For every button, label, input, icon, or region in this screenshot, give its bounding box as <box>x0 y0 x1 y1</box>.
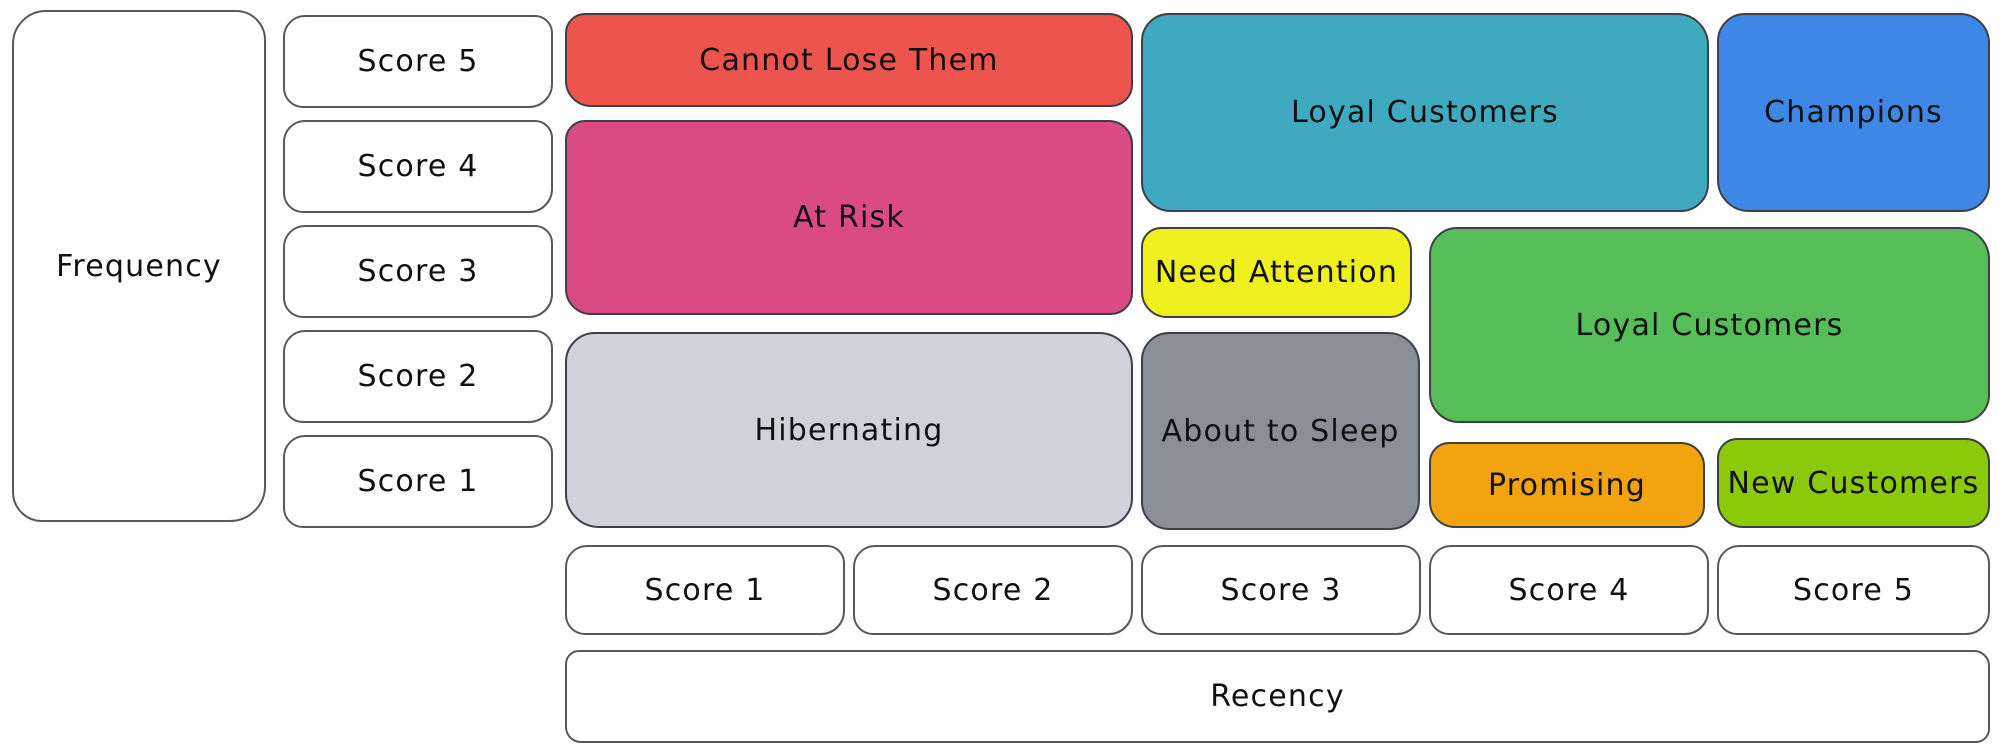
frequency-score-label: Score 3 <box>357 254 479 289</box>
segment-label: Loyal Customers <box>1575 307 1844 343</box>
recency-score-label: Score 3 <box>1220 572 1342 608</box>
frequency-score-1-box: Score 1 <box>283 435 553 528</box>
frequency-score-4-box: Score 4 <box>283 120 553 213</box>
recency-axis-label-box: Recency <box>565 650 1990 743</box>
frequency-score-label: Score 2 <box>357 359 479 394</box>
segment-about-to-sleep: About to Sleep <box>1141 332 1420 530</box>
segment-label: New Customers <box>1727 465 1980 501</box>
frequency-score-5-box: Score 5 <box>283 15 553 108</box>
segment-at-risk: At Risk <box>565 120 1133 315</box>
frequency-axis-label: Frequency <box>56 248 222 284</box>
frequency-score-label: Score 4 <box>357 149 479 184</box>
segment-promising: Promising <box>1429 442 1705 528</box>
segment-label: Champions <box>1764 95 1943 130</box>
recency-score-5-box: Score 5 <box>1717 545 1990 635</box>
segment-champions: Champions <box>1717 13 1990 212</box>
frequency-axis-label-box: Frequency <box>12 10 266 522</box>
segment-label: Hibernating <box>754 412 944 448</box>
recency-score-label: Score 1 <box>644 572 766 608</box>
segment-new-customers: New Customers <box>1717 438 1990 528</box>
segment-label: Cannot Lose Them <box>699 42 999 78</box>
segment-label: At Risk <box>793 200 905 235</box>
recency-score-label: Score 5 <box>1792 572 1915 608</box>
segment-label: Loyal Customers <box>1291 95 1559 130</box>
recency-score-1-box: Score 1 <box>565 545 845 635</box>
recency-score-4-box: Score 4 <box>1429 545 1709 635</box>
segment-loyal-customers-green: Loyal Customers <box>1429 227 1990 423</box>
recency-score-label: Score 4 <box>1508 572 1630 608</box>
segment-label: Need Attention <box>1154 255 1399 290</box>
recency-score-2-box: Score 2 <box>853 545 1133 635</box>
recency-axis-label: Recency <box>1210 679 1345 714</box>
segment-cannot-lose-them: Cannot Lose Them <box>565 13 1133 107</box>
segment-label: Promising <box>1488 467 1646 503</box>
frequency-score-2-box: Score 2 <box>283 330 553 423</box>
frequency-score-label: Score 1 <box>357 464 479 499</box>
segment-label: About to Sleep <box>1161 413 1400 449</box>
segment-loyal-customers-teal: Loyal Customers <box>1141 13 1709 212</box>
frequency-score-3-box: Score 3 <box>283 225 553 318</box>
segment-hibernating: Hibernating <box>565 332 1133 528</box>
recency-score-label: Score 2 <box>932 572 1054 608</box>
frequency-score-label: Score 5 <box>357 44 479 79</box>
recency-score-3-box: Score 3 <box>1141 545 1421 635</box>
segment-need-attention: Need Attention <box>1141 227 1412 318</box>
